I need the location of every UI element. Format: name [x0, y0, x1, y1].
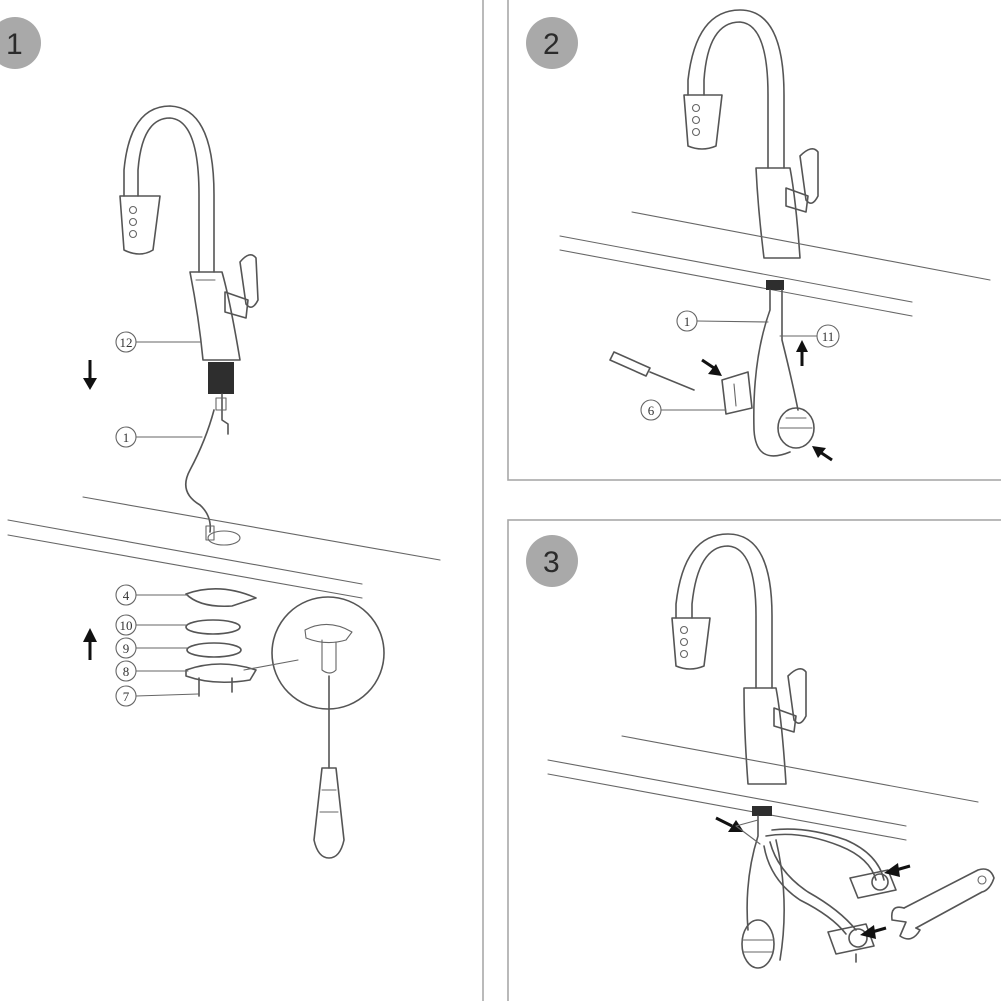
callout-4: 4: [115, 584, 189, 606]
svg-text:8: 8: [123, 664, 130, 679]
arrow-left-icon: [884, 863, 911, 877]
step-1-badge: 1: [0, 17, 41, 69]
callout-7: 7: [115, 685, 199, 707]
panel-step-3: 3: [526, 533, 995, 969]
svg-text:7: 7: [123, 689, 130, 704]
screwdriver-icon: [609, 351, 695, 391]
arrow-right-down-icon: [701, 358, 722, 376]
callout-11: 11: [779, 324, 840, 348]
hose-weight-icon: [777, 407, 815, 449]
leader-line: [243, 659, 299, 671]
svg-text:12: 12: [120, 335, 133, 350]
countertop-icon: [559, 211, 991, 317]
panel3-frame: [507, 519, 1001, 1001]
hose-weight-icon: [741, 919, 775, 969]
callout-1: 1: [115, 426, 203, 448]
step-3-badge: 3: [526, 535, 578, 587]
svg-text:9: 9: [123, 641, 130, 656]
supply-hoses-icon: [746, 815, 885, 961]
arrow-left-icon: [860, 925, 887, 939]
shutoff-valve-icon: [849, 869, 897, 899]
countertop-icon: [7, 496, 441, 599]
callout-8: 8: [115, 660, 189, 682]
panel-step-1: 1: [0, 17, 441, 859]
faucet-icon: [671, 533, 807, 785]
panel2-frame: [507, 0, 1001, 481]
countertop-icon: [547, 735, 979, 841]
callout-1: 1: [676, 310, 769, 332]
faucet-icon: [119, 105, 259, 435]
callout-12: 12: [115, 331, 201, 353]
screwdriver-icon: [313, 675, 345, 859]
wrench-icon: [890, 868, 995, 940]
shutoff-valve-icon: [827, 923, 875, 963]
arrow-up-icon: [83, 628, 97, 660]
step-2-number: 2: [543, 28, 560, 61]
hose-connector-icon: [752, 806, 772, 816]
svg-text:1: 1: [123, 430, 130, 445]
magnifier-circle-icon: [271, 596, 385, 710]
faucet-icon: [683, 9, 819, 259]
svg-text:10: 10: [120, 618, 133, 633]
clip-icon: [721, 371, 753, 415]
leader-line: [735, 825, 761, 845]
callout-9: 9: [115, 637, 188, 659]
svg-text:11: 11: [822, 329, 835, 344]
mounting-parts-icon: [185, 588, 257, 697]
arrow-left-up-icon: [812, 446, 833, 462]
hose-icon: [753, 289, 791, 457]
callout-6: 6: [640, 399, 727, 421]
panel-step-2: 2: [526, 9, 991, 462]
svg-text:4: 4: [123, 588, 130, 603]
step-2-badge: 2: [526, 17, 578, 69]
arrow-down-icon: [83, 360, 97, 390]
leader-line: [735, 819, 759, 827]
svg-text:6: 6: [648, 403, 655, 418]
arrow-up-icon: [796, 340, 808, 366]
hose-connector-icon: [766, 280, 784, 290]
callout-10: 10: [115, 614, 187, 636]
svg-text:1: 1: [684, 314, 691, 329]
step-3-number: 3: [543, 546, 560, 579]
hose-icon: [184, 409, 215, 533]
step-1-number: 1: [6, 28, 23, 61]
